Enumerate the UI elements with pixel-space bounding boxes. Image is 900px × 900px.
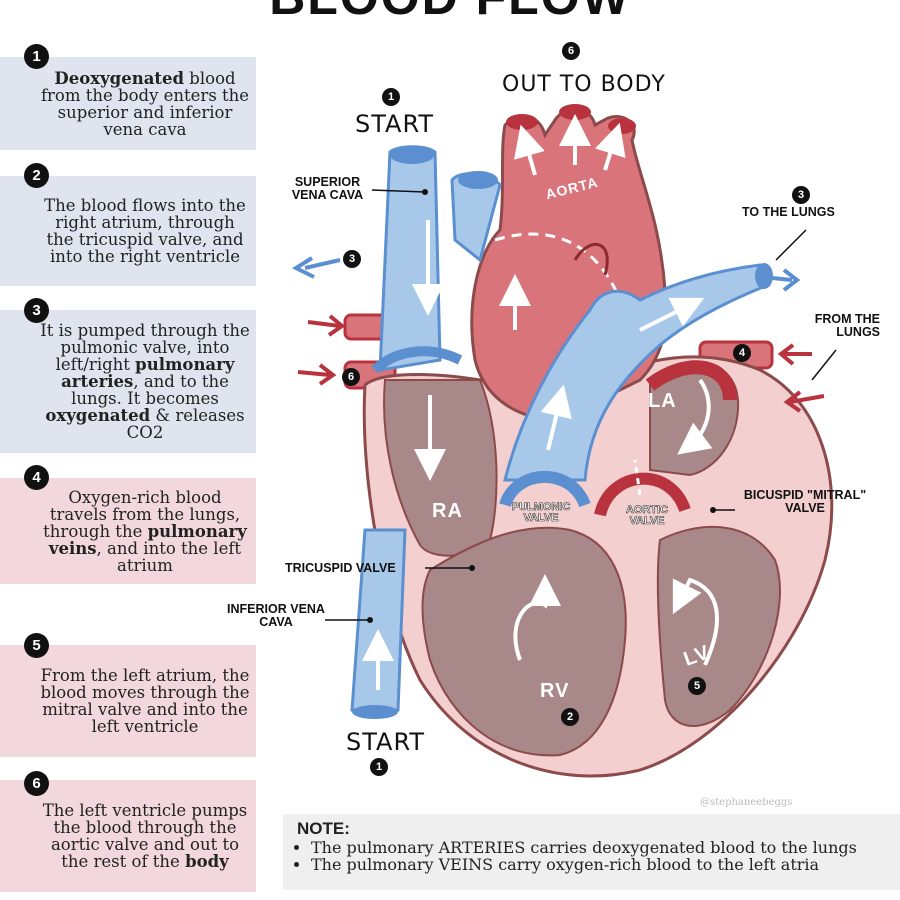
step-box-4: Oxygen-rich blood travels from the lungs… [0, 478, 256, 584]
marker-5-lv: 5 [688, 677, 706, 695]
aortic-valve-label: AORTIC VALVE [625, 504, 669, 527]
marker-1-bottom: 1 [370, 758, 388, 776]
step-box-1: Deoxygenated blood from the body enters … [0, 57, 256, 150]
arrow-to-lungs-left [304, 258, 341, 270]
step-number-6: 6 [24, 771, 49, 796]
inferior-vena-cava-label: INFERIOR VENA CAVA [227, 602, 325, 629]
step-text-2: The blood flows into the right atrium, t… [44, 196, 246, 266]
pulmonic-valve-label: PULMONIC VALVE [511, 501, 571, 524]
flow-arrow-aorta-out-1 [514, 124, 545, 176]
flow-arrow-aorta-out-3 [594, 122, 626, 171]
step-text-3: It is pumped through the pulmonic valve,… [40, 321, 250, 442]
to-the-lungs-label: TO THE LUNGS [742, 205, 835, 219]
step-box-5: From the left atrium, the blood moves th… [0, 645, 256, 757]
arrow-from-lungs-right-upper-head [777, 343, 795, 366]
pulmonic-valve-arc [499, 470, 591, 508]
flow-arrow-lv [672, 577, 719, 666]
arrow-from-lungs-right-lower-head [783, 390, 802, 413]
aorta-inner-curve [573, 242, 609, 276]
aortic-valve-arc [594, 472, 691, 517]
aorta-branch-2 [559, 104, 591, 120]
leader-dot-ivc [367, 617, 373, 623]
leader-dot-svc [422, 189, 428, 195]
arrow-from-lungs-left-upper-head [327, 314, 346, 337]
superior-vena-cava-rim [371, 346, 463, 374]
flow-arrow-aortic [633, 459, 642, 496]
step-text-1: Deoxygenated blood from the body enters … [40, 68, 250, 139]
arrow-from-lungs-left-lower [297, 370, 331, 377]
step-text-6: The left ventricle pumps the blood throu… [42, 801, 248, 871]
right-ventricle [421, 526, 627, 757]
watermark: @stephaneebeggs [700, 797, 793, 808]
superior-vena-cava-label: SUPERIOR VENA CAVA [291, 175, 364, 202]
start-bottom-label: START [346, 728, 426, 756]
step-number-3: 3 [24, 298, 49, 323]
note-box: NOTE: The pulmonary ARTERIES carries deo… [283, 814, 900, 890]
step-box-3: It is pumped through the pulmonic valve,… [0, 310, 256, 453]
arrow-to-lungs-right-head [782, 268, 801, 292]
marker-1-top: 1 [382, 88, 400, 106]
step-text-5: From the left atrium, the blood moves th… [40, 666, 250, 736]
step-number-2: 2 [24, 163, 49, 188]
arrow-to-lungs-left-head [291, 256, 315, 279]
note-item: The pulmonary ARTERIES carries deoxygena… [311, 839, 886, 856]
inferior-vena-cava-opening [352, 705, 398, 719]
tricuspid-valve-label: TRICUSPID VALVE [285, 561, 396, 575]
note-item: The pulmonary VEINS carry oxygen-rich bl… [311, 856, 886, 873]
page-title: BLOOD FLOW PATHWAY [140, 0, 760, 22]
marker-3-left: 3 [343, 250, 361, 268]
pulmonary-artery-right-opening [755, 263, 773, 289]
pulmonary-artery-left-opening [458, 171, 498, 189]
aorta-branch-1 [506, 114, 538, 130]
step-number-5: 5 [24, 633, 49, 658]
aorta-branch-3 [608, 118, 636, 134]
pulmonary-trunk [503, 263, 770, 482]
out-to-body-label: OUT TO BODY [502, 72, 666, 97]
left-ventricle [656, 525, 781, 727]
flow-arrow-pulmonic [540, 384, 572, 451]
arrow-from-lungs-left-lower-head [318, 363, 337, 386]
step-box-2: The blood flows into the right atrium, t… [0, 176, 256, 286]
step-box-6: The left ventricle pumps the blood throu… [0, 780, 256, 892]
arrow-from-lungs-right-lower [789, 394, 825, 404]
marker-4-right: 4 [733, 344, 751, 362]
la-label: LA [648, 390, 677, 412]
note-list: The pulmonary ARTERIES carries deoxygena… [297, 839, 886, 873]
ra-label: RA [432, 500, 463, 522]
flow-arrow-rv [513, 574, 561, 661]
from-the-lungs-label: FROM THE LUNGS [814, 312, 880, 339]
marker-6-top: 6 [562, 42, 580, 60]
leader-dot-bicuspid [710, 507, 716, 513]
note-title: NOTE: [297, 819, 350, 838]
superior-vena-cava [378, 145, 442, 372]
marker-3-right: 3 [792, 186, 810, 204]
leader-to-lungs [775, 229, 807, 261]
superior-vena-cava-opening [390, 146, 434, 164]
leader-superior-vena-cava [371, 189, 426, 193]
flow-arrow-la [677, 378, 713, 455]
marker-6-left: 6 [342, 368, 360, 386]
step-text-4: Oxygen-rich blood travels from the lungs… [43, 487, 247, 575]
bicuspid-valve-label: BICUSPID "MITRAL" VALVE [743, 488, 867, 515]
flow-arrow-pulmonary-right [639, 297, 705, 332]
leader-dot-tricuspid [469, 565, 475, 571]
step-number-1: 1 [24, 44, 49, 69]
marker-2-rv: 2 [561, 708, 579, 726]
step-number-4: 4 [24, 465, 49, 490]
left-atrium-rim [645, 360, 737, 401]
rv-label: RV [540, 680, 570, 702]
arrow-to-lungs-right [771, 276, 793, 282]
start-top-label: START [355, 110, 435, 138]
arrow-from-lungs-left-upper [307, 320, 341, 328]
leader-from-lungs [811, 349, 837, 381]
